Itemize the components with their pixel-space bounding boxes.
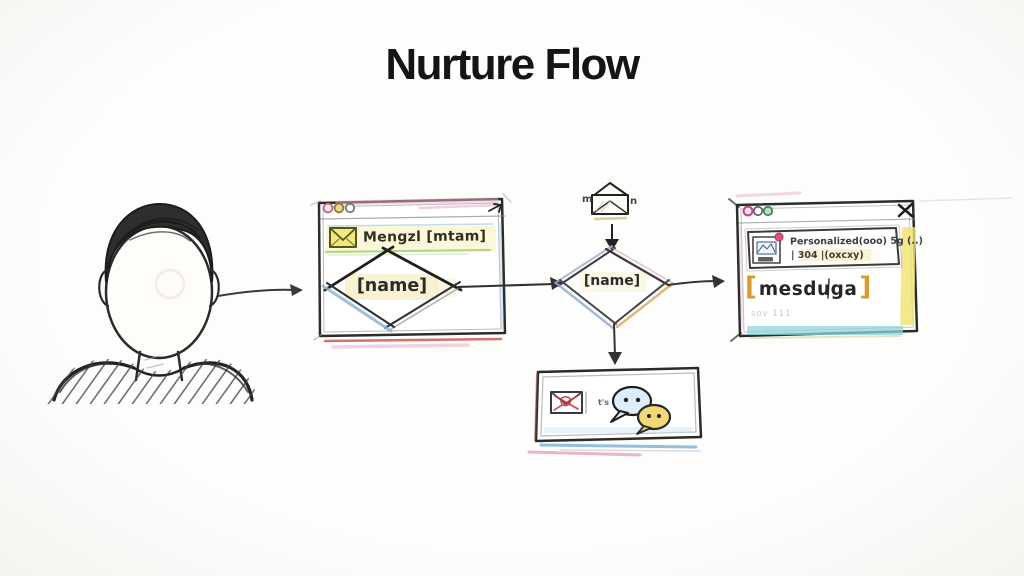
decision-label: [name] [583, 273, 641, 289]
envelope-right-letter: n [630, 196, 638, 207]
chat-bubble-blue-icon [610, 385, 653, 423]
browser-window-1 [310, 193, 512, 349]
traffic-lights-icon [742, 205, 774, 217]
window2-highlight-field: [ mesduga ] [745, 274, 871, 300]
arrow-decision-to-window2 [667, 275, 725, 288]
chat-bubble-yellow-icon [636, 403, 672, 435]
envelope-left-letter: m [582, 194, 593, 205]
right-ear [208, 268, 220, 308]
shirt [46, 358, 258, 404]
window2-card [744, 224, 903, 272]
open-envelope-icon [591, 182, 629, 221]
window1-header-label: Mengzl [mtam] [362, 228, 487, 246]
window2-card-subtitle: | 304 |(oxcxy) [791, 250, 864, 261]
crossed-envelope-icon [550, 391, 587, 414]
highlight-label: mesduga [758, 279, 858, 300]
arrow-envelope-to-decision [605, 224, 619, 251]
left-ear [98, 268, 110, 308]
traffic-lights-icon [322, 202, 356, 214]
text-cursor [827, 278, 830, 299]
hair [104, 202, 214, 283]
window2-footnote: sov 111 [751, 309, 792, 319]
channels-box [527, 366, 703, 457]
decision-diamond [554, 245, 674, 330]
person-sketch [46, 202, 258, 404]
close-x-icon [897, 202, 914, 218]
envelope-icon [329, 227, 357, 248]
window1-header-bar [324, 223, 496, 256]
diagram-title: Nurture Flow [385, 40, 640, 89]
image-thumbnail-icon [756, 241, 777, 262]
window1-diamond [321, 245, 463, 333]
channels-note: t's [598, 398, 610, 407]
notification-dot [774, 232, 784, 242]
highlight-open-bracket: [ [745, 272, 757, 302]
window1-diamond-label: [name] [356, 276, 428, 296]
browser-window-2 [728, 191, 1013, 342]
external-arrow-icon [488, 203, 502, 213]
highlight-close-bracket: ] [859, 272, 872, 302]
window2-card-title: Personalized(ooo) 5g (..) [789, 235, 923, 248]
arrow-person-to-window1 [217, 284, 303, 297]
arrow-decision-to-channels [608, 323, 622, 365]
